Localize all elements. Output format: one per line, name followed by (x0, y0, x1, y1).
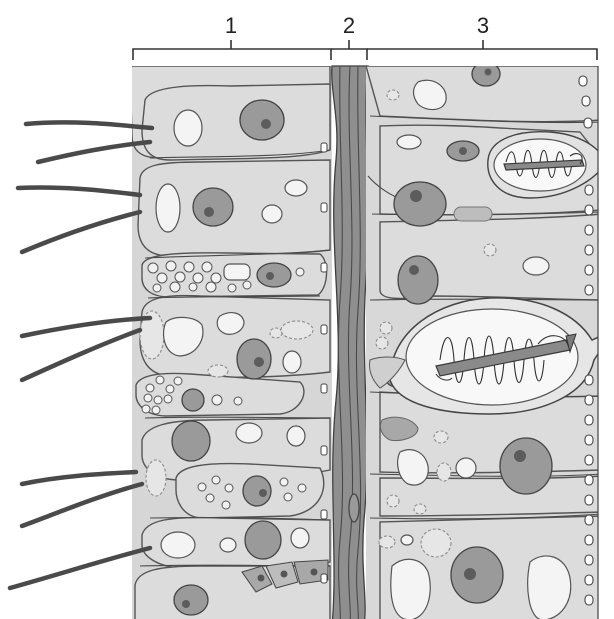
nucleus (174, 585, 208, 615)
bracket-region-3 (367, 40, 597, 60)
bracket-region-1 (133, 40, 331, 60)
nucleus (182, 389, 204, 411)
nucleus (245, 521, 281, 559)
nucleus (243, 476, 271, 506)
nucleus (193, 188, 233, 226)
ciliated-epithelium (130, 66, 332, 619)
nucleus (451, 547, 503, 603)
nucleus (500, 438, 552, 494)
region-label-2: 2 (343, 13, 355, 38)
vacuole (174, 110, 202, 146)
region-label-3: 3 (477, 13, 489, 38)
nucleus (172, 421, 210, 461)
bracket-region-2 (331, 40, 367, 60)
nucleus (257, 263, 291, 287)
region-label-1: 1 (225, 13, 237, 38)
nucleus (240, 100, 284, 140)
vacuole (156, 184, 180, 232)
basement-membrane (332, 66, 368, 619)
nucleus (398, 256, 438, 304)
epithelial-cell (142, 84, 330, 160)
nucleus (237, 339, 271, 379)
cilia (10, 122, 152, 588)
nucleus (394, 182, 446, 226)
fibroblast-nucleus (349, 494, 359, 522)
